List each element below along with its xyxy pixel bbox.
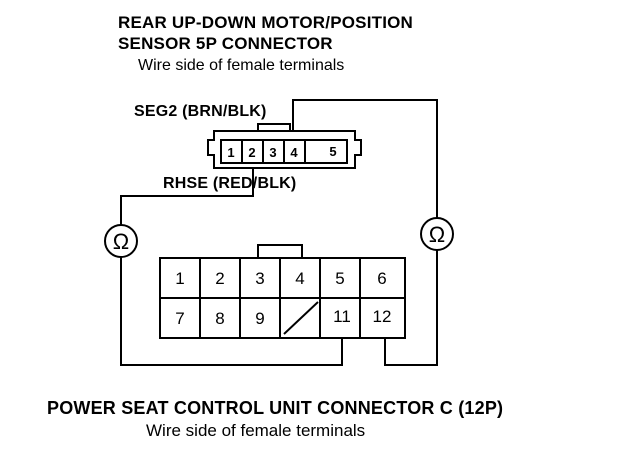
wire-seg2 — [292, 99, 438, 218]
sensor-terminal-label-1: 1 — [227, 145, 234, 160]
cu-terminal-label-4: 4 — [295, 269, 304, 288]
sensor-connector — [207, 123, 362, 169]
sensor-terminal-label-4: 4 — [290, 145, 298, 160]
wires — [120, 99, 438, 366]
blank-terminal-slash — [283, 301, 319, 335]
sensor-terminal-numbers: 1 2 3 4 5 — [227, 144, 336, 160]
seg2-wire-label: SEG2 (BRN/BLK) — [134, 103, 267, 120]
cu-terminal-label-8: 8 — [215, 309, 224, 328]
sensor-terminal-label-2: 2 — [248, 145, 255, 160]
sensor-connector-title-line2: SENSOR 5P CONNECTOR — [118, 34, 333, 53]
cu-terminal-label-6: 6 — [377, 269, 386, 288]
wire-seg2-to-terminal-12 — [384, 250, 438, 366]
wire-rhse — [120, 168, 254, 225]
control-unit-connector-title: POWER SEAT CONTROL UNIT CONNECTOR C (12P… — [47, 398, 504, 418]
sensor-connector-outline — [207, 130, 362, 169]
sensor-connector-title-line1: REAR UP-DOWN MOTOR/POSITION — [118, 13, 414, 32]
wire-rhse-to-terminal-11 — [120, 257, 343, 366]
sensor-connector-subtitle: Wire side of female terminals — [138, 57, 345, 74]
control-unit-connector-subtitle: Wire side of female terminals — [146, 421, 366, 440]
cu-terminal-label-7: 7 — [175, 309, 184, 328]
cu-terminal-label-3: 3 — [255, 269, 264, 288]
ohm-icon-left: Ω — [113, 229, 129, 254]
cu-terminal-label-9: 9 — [255, 309, 264, 328]
cu-terminal-label-5: 5 — [335, 269, 344, 288]
rhse-wire-label: RHSE (RED/BLK) — [163, 175, 297, 192]
ohm-icon-right: Ω — [429, 222, 445, 247]
cu-terminal-label-1: 1 — [175, 269, 184, 288]
sensor-terminal-label-5: 5 — [329, 144, 336, 159]
control-unit-connector — [159, 244, 406, 339]
ohmmeter-left — [104, 224, 138, 258]
sensor-terminal-5 — [304, 139, 348, 164]
cu-terminal-label-2: 2 — [215, 269, 224, 288]
control-unit-terminal-numbers: 1 2 3 4 5 6 7 8 9 11 12 — [175, 269, 391, 328]
sensor-connector-latch — [257, 123, 291, 132]
sensor-terminal-label-3: 3 — [269, 145, 276, 160]
control-unit-latch — [257, 244, 303, 258]
cu-terminal-label-12: 12 — [373, 307, 392, 326]
cu-terminal-label-11: 11 — [333, 307, 351, 326]
ohmmeter-right — [420, 217, 454, 251]
